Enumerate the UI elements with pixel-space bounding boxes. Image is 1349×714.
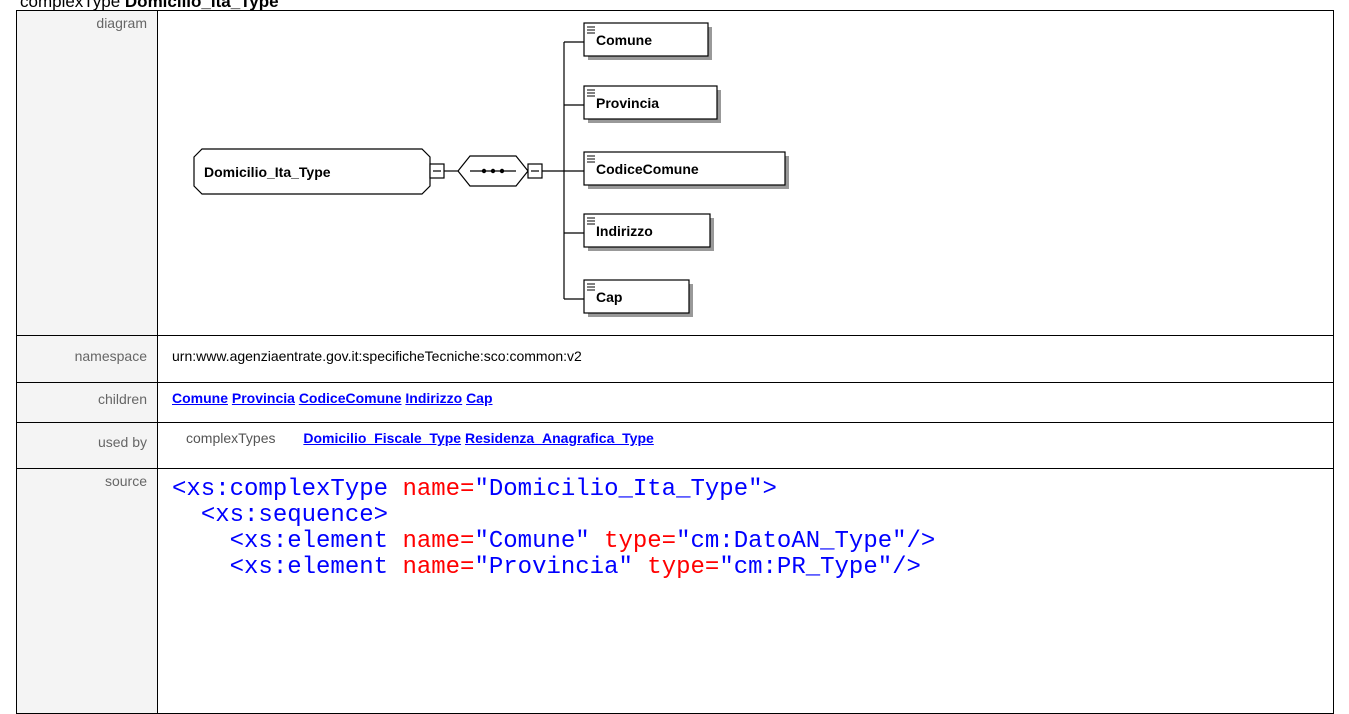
diagram-label: diagram: [16, 10, 158, 336]
source-code: <xs:complexType name="Domicilio_Ita_Type…: [172, 469, 1333, 581]
usedby-label: used by: [16, 422, 158, 469]
child-link-codicecomune[interactable]: CodiceComune: [298, 390, 402, 406]
code-token: name=: [402, 528, 475, 555]
children-label: children: [16, 382, 158, 423]
code-token: <xs:element: [229, 554, 403, 581]
schema-diagram: Domicilio_Ita_Type: [172, 11, 872, 329]
source-label: source: [16, 468, 158, 714]
element-box-cap[interactable]: Cap: [583, 279, 693, 317]
usedby-link-residenza-anagrafica[interactable]: Residenza_Anagrafica_Type: [464, 430, 654, 446]
element-label: Cap: [596, 289, 622, 305]
child-link-cap[interactable]: Cap: [466, 390, 493, 406]
diagram-row: diagram Domicilio_Ita_Type: [16, 10, 1334, 336]
usedby-link-domicilio-fiscale[interactable]: Domicilio_Fiscale_Type: [303, 430, 462, 446]
child-link-comune[interactable]: Comune: [172, 390, 228, 406]
namespace-label: namespace: [16, 335, 158, 383]
element-box-indirizzo[interactable]: Indirizzo: [583, 213, 714, 251]
root-type-label: Domicilio_Ita_Type: [204, 164, 331, 180]
element-label: Comune: [596, 32, 652, 48]
sequence-icon: [457, 155, 529, 187]
code-token: name=: [402, 554, 475, 581]
code-token: <xs:element: [229, 528, 403, 555]
collapse-icon[interactable]: [429, 163, 445, 179]
code-token: "cm:PR_Type": [719, 554, 893, 581]
root-type-box: Domicilio_Ita_Type: [193, 148, 431, 195]
code-token: "Provincia": [474, 554, 633, 581]
element-box-comune[interactable]: Comune: [583, 22, 712, 60]
namespace-value: urn:www.agenziaentrate.gov.it:specifiche…: [157, 335, 1334, 383]
code-token: type=: [632, 554, 720, 581]
source-row: source <xs:complexType name="Domicilio_I…: [16, 468, 1334, 714]
heading-name: Domicilio_Ita_Type: [124, 0, 279, 11]
code-token: name=: [402, 476, 475, 503]
code-token: type=: [589, 528, 677, 555]
code-token: "cm:DatoAN_Type": [676, 528, 907, 555]
code-token: />: [906, 528, 936, 555]
diagram-svg: Domicilio_Ita_Type: [193, 22, 789, 317]
heading-kind: complexType: [20, 0, 121, 11]
usedby-row: used by complexTypes Domicilio_Fiscale_T…: [16, 422, 1334, 469]
code-token: <xs:complexType: [172, 476, 403, 503]
element-box-provincia[interactable]: Provincia: [583, 85, 721, 123]
children-row: children Comune Provincia CodiceComune I…: [16, 382, 1334, 423]
collapse-icon[interactable]: [527, 163, 543, 179]
element-label: CodiceComune: [596, 161, 699, 177]
child-link-indirizzo[interactable]: Indirizzo: [405, 390, 463, 406]
schema-doc-table: diagram Domicilio_Ita_Type: [16, 10, 1334, 714]
code-token: "Comune": [474, 528, 590, 555]
code-token: />: [892, 554, 921, 581]
element-label: Indirizzo: [596, 223, 653, 239]
children-links: Comune Provincia CodiceComune Indirizzo …: [157, 382, 1334, 423]
diagram-cell: Domicilio_Ita_Type: [157, 10, 1334, 336]
usedby-cell: complexTypes Domicilio_Fiscale_Type Resi…: [157, 422, 1334, 469]
child-link-provincia[interactable]: Provincia: [231, 390, 295, 406]
namespace-row: namespace urn:www.agenziaentrate.gov.it:…: [16, 335, 1334, 383]
element-label: Provincia: [596, 95, 659, 111]
page-title: complexType Domicilio_Ita_Type: [20, 0, 279, 12]
source-cell: <xs:complexType name="Domicilio_Ita_Type…: [157, 468, 1334, 714]
code-token: <xs:sequence>: [200, 502, 389, 529]
code-token: "Domicilio_Ita_Type": [474, 476, 763, 503]
code-token: >: [762, 476, 777, 503]
element-box-codicecomune[interactable]: CodiceComune: [583, 151, 789, 189]
usedby-kind: complexTypes: [186, 430, 276, 446]
